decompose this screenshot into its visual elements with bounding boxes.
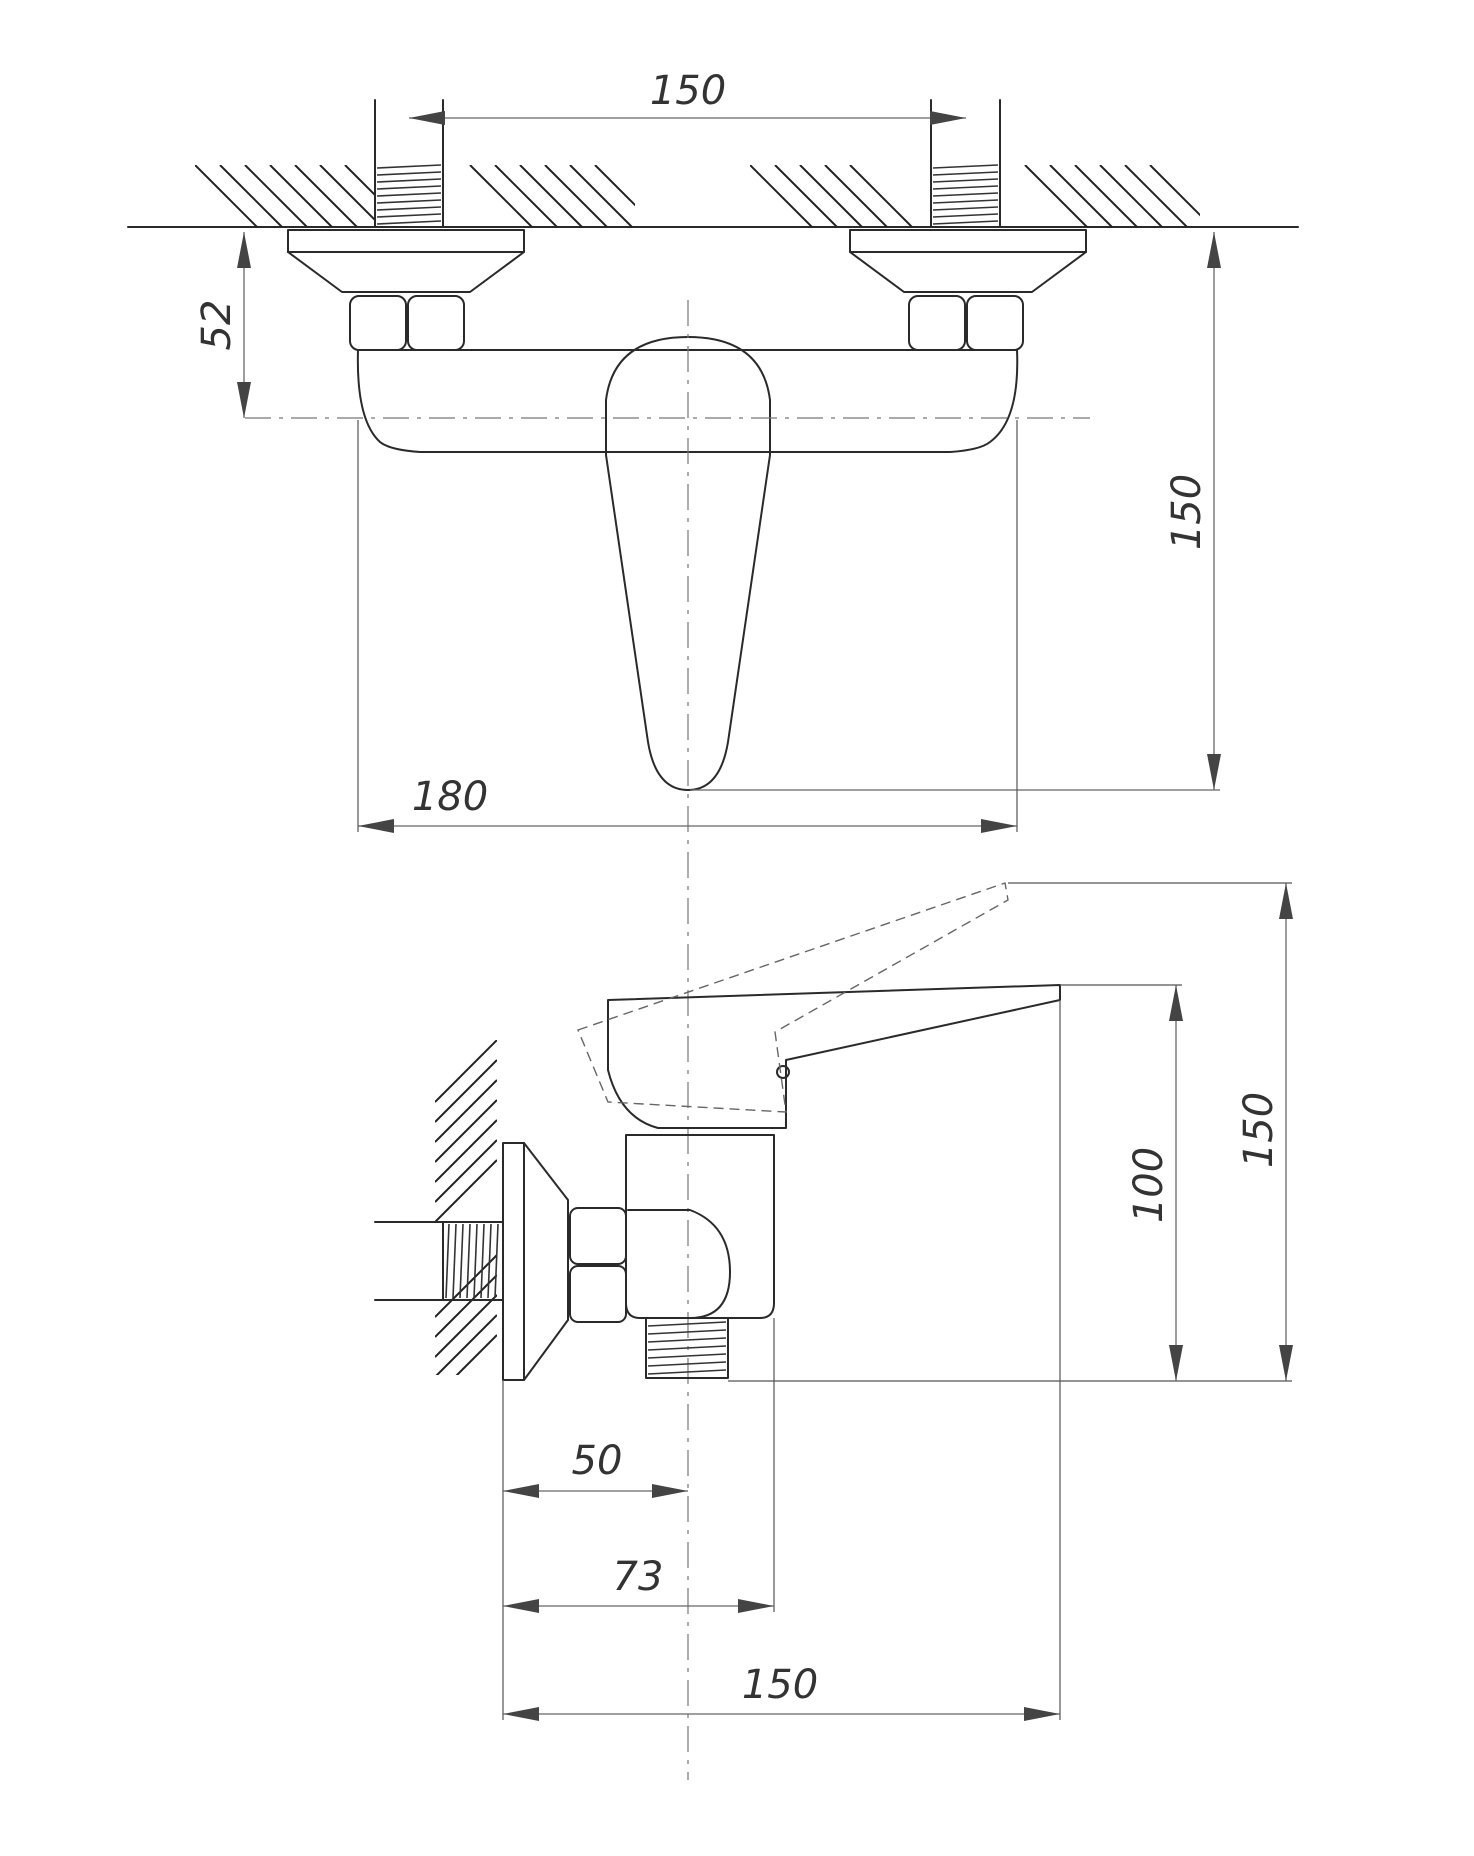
front-view: 150 52 150 180 [127,68,1299,1780]
dim-total-depth-label: 150 [742,1662,818,1708]
mixer-body [356,349,1019,453]
dim-inlet-spacing: 150 [409,68,966,125]
right-nut-a [908,295,966,351]
dim-body-width: 180 [357,420,1018,833]
dim-front-height-label: 150 [1164,474,1210,550]
dim-body-depth-label: 73 [613,1554,664,1600]
left-rosette [287,229,525,293]
side-rosette [502,1142,569,1381]
right-rosette [849,229,1087,293]
side-nut-lower [569,1265,627,1323]
dim-body-width-label: 180 [412,774,488,820]
side-nut-upper [569,1207,627,1265]
dim-side-total-height-label: 150 [1236,1092,1282,1168]
dim-depth-52: 52 [194,232,251,418]
side-view: 150 100 50 73 [374,882,1293,1721]
left-nut-b [407,295,465,351]
lever-pivot [776,1065,790,1079]
side-body [625,1134,775,1319]
dim-front-height: 150 [690,232,1221,791]
left-inlet-pipe [374,99,444,228]
side-wall-hatching [435,1040,497,1375]
dim-side-total-height: 150 [728,882,1293,1382]
dim-body-depth: 73 [503,1554,774,1613]
wall-hatching-left [195,165,635,227]
dim-depth-52-label: 52 [194,300,240,351]
dim-inlet-spacing-label: 150 [650,68,726,114]
side-body-fillet [627,1209,731,1319]
dim-handle-height: 100 [1060,984,1183,1381]
dim-axis-offset-label: 50 [572,1438,623,1484]
dim-axis-offset: 50 [503,1438,688,1498]
lever-raised-ghost [577,882,1009,1113]
side-outlet-thread [645,1317,729,1379]
dim-total-depth: 150 [503,1662,1060,1721]
right-inlet-pipe [930,99,1001,228]
dim-handle-height-label: 100 [1126,1147,1172,1223]
lever-side[interactable] [607,984,1061,1129]
wall-hatching-right [750,165,1200,227]
left-nut-a [349,295,407,351]
right-nut-b [966,295,1024,351]
lever-front[interactable] [605,336,771,791]
